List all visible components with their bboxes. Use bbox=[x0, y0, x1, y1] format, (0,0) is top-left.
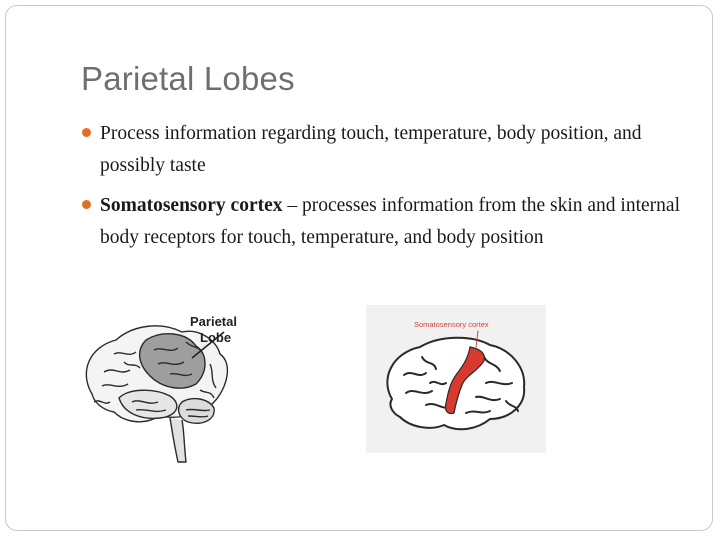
somatosensory-cortex-brain-image: Somatosensory cortex bbox=[366, 305, 546, 453]
bullet-marker bbox=[82, 200, 91, 209]
bullet-text: processes information from the skin and … bbox=[100, 195, 680, 248]
bullet-marker bbox=[82, 128, 91, 137]
left-label-line1: Parietal bbox=[190, 314, 237, 329]
left-label-line2: Lobe bbox=[200, 330, 231, 345]
bullet-separator: – bbox=[282, 195, 302, 216]
bullet-item-process: Process information regarding touch, tem… bbox=[80, 118, 680, 182]
parietal-lobe-brain-image: Parietal Lobe bbox=[85, 314, 237, 463]
bullet-item-somatosensory: Somatosensory cortex – processes informa… bbox=[80, 190, 680, 254]
slide-frame bbox=[5, 5, 713, 531]
right-label: Somatosensory cortex bbox=[414, 320, 489, 329]
slide-title: Parietal Lobes bbox=[81, 60, 295, 97]
bullet-term: Somatosensory cortex bbox=[100, 195, 283, 216]
bullet-text: Process information regarding touch, tem… bbox=[100, 123, 642, 176]
bullet-list: Process information regarding touch, tem… bbox=[80, 118, 680, 262]
somatosensory-highlight bbox=[444, 346, 485, 415]
